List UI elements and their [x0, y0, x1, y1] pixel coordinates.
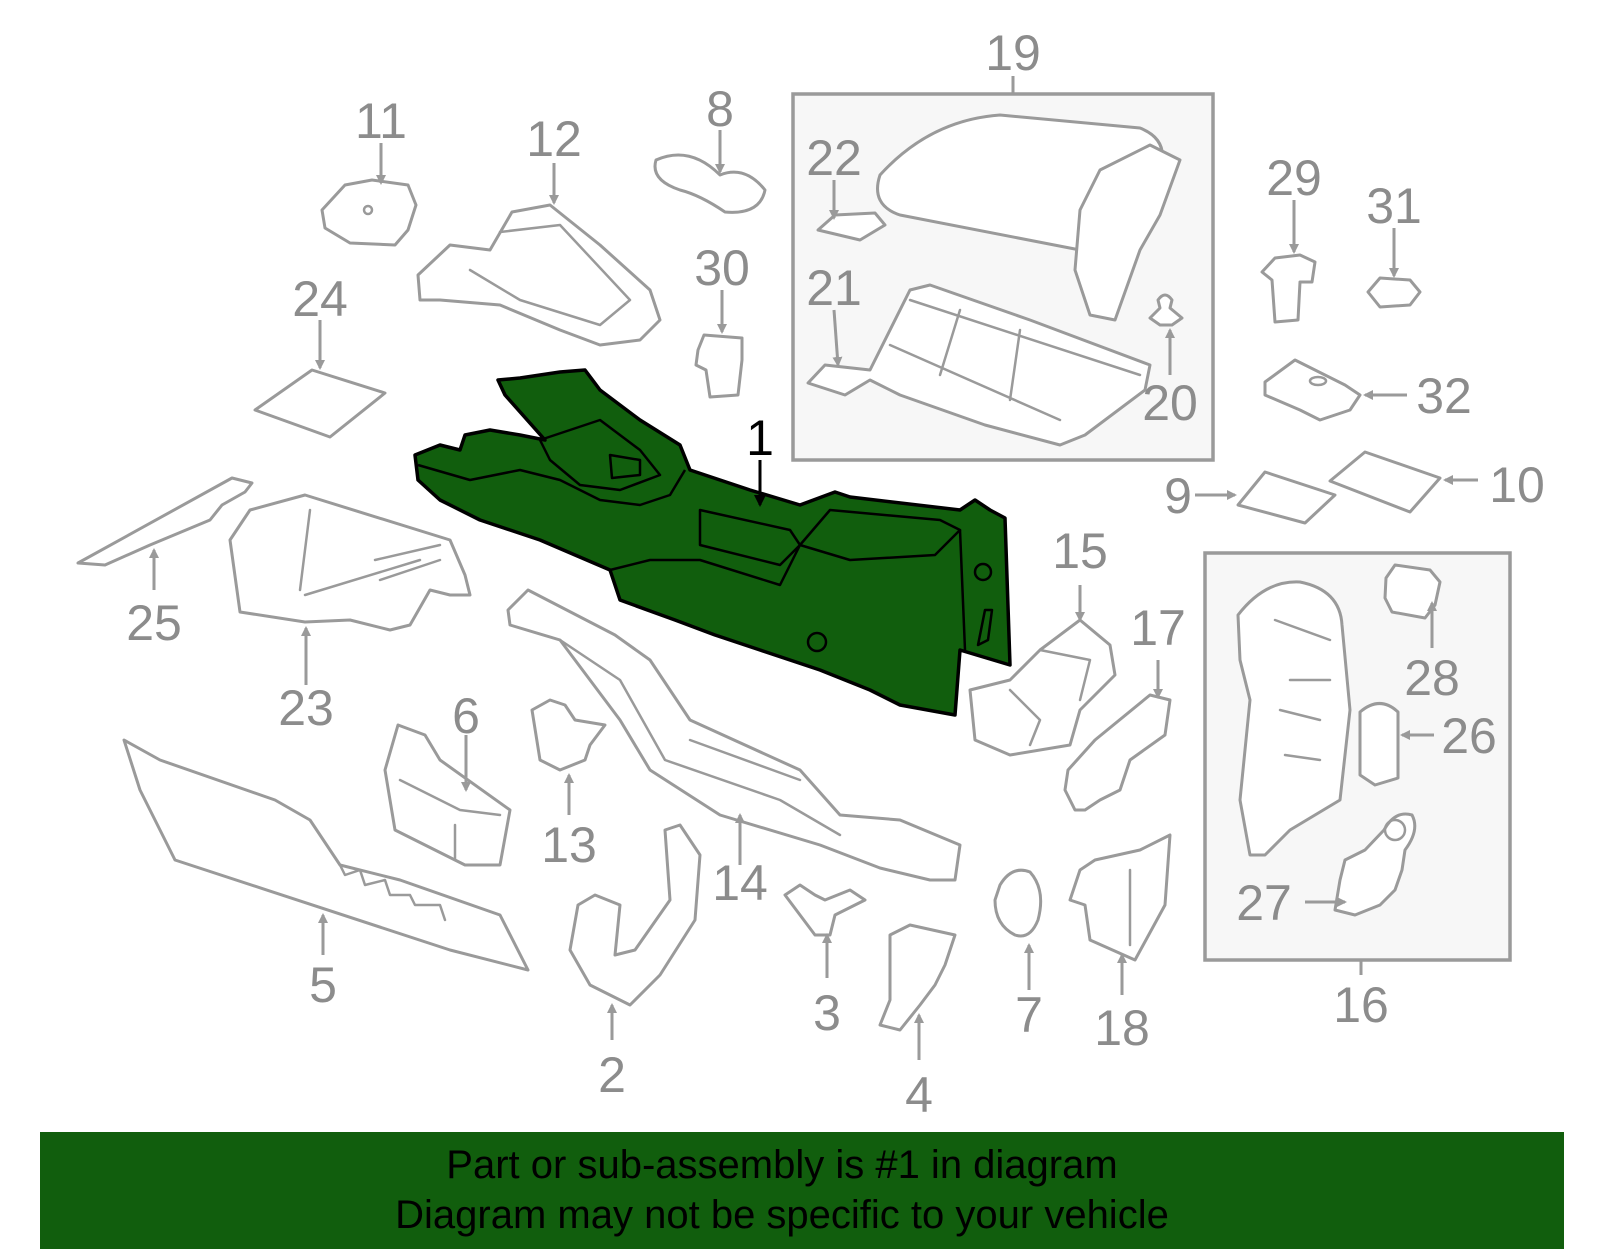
callout-30: 30 — [694, 240, 750, 296]
part-18-duct — [1068, 833, 1172, 962]
part-27-power-outlet — [1333, 812, 1417, 917]
callout-labels: 1 2 3 4 5 6 7 8 9 10 11 12 13 14 15 16 1… — [126, 25, 1545, 1123]
info-banner: Part or sub-assembly is #1 in diagram Di… — [40, 1132, 1564, 1249]
part-19-armrest-lid — [876, 113, 1182, 322]
part-1-center-console — [413, 368, 1012, 717]
part-9-pad — [1236, 470, 1337, 525]
part-31-switch — [1366, 276, 1422, 309]
part-14-duct — [506, 588, 962, 882]
callout-25: 25 — [126, 595, 182, 651]
part-6-bracket — [383, 723, 512, 867]
callout-31: 31 — [1366, 178, 1422, 234]
part-21-armrest-base — [806, 283, 1152, 447]
callout-8: 8 — [706, 81, 734, 137]
part-12-shifter-bezel — [416, 203, 662, 347]
callout-26: 26 — [1441, 708, 1497, 764]
callout-4: 4 — [905, 1067, 933, 1123]
callout-32: 32 — [1416, 368, 1472, 424]
callout-27: 27 — [1236, 875, 1292, 931]
callout-9: 9 — [1164, 468, 1192, 524]
callout-21: 21 — [806, 260, 862, 316]
part-2-duct-elbow — [568, 823, 702, 1007]
part-3-bracket — [783, 883, 867, 937]
callout-29: 29 — [1266, 150, 1322, 206]
banner-line-2: Diagram may not be specific to your vehi… — [395, 1193, 1169, 1237]
part-25-trim-strip — [76, 476, 254, 567]
callout-24: 24 — [292, 271, 348, 327]
part-17-bracket — [1063, 693, 1172, 812]
part-13-clip — [530, 698, 607, 772]
part-23-storage-bin — [228, 493, 472, 632]
banner-line-1: Part or sub-assembly is #1 in diagram — [446, 1143, 1118, 1187]
callout-3: 3 — [813, 985, 841, 1041]
callout-lines — [149, 76, 1478, 1060]
part-11-cover — [320, 178, 418, 247]
part-8-cup-holder-mat — [653, 153, 767, 214]
callout-11: 11 — [355, 93, 407, 149]
part-7-grommet — [993, 868, 1043, 938]
callout-22: 22 — [806, 130, 862, 186]
part-29-switch — [1260, 253, 1317, 324]
callout-18: 18 — [1094, 1000, 1150, 1056]
callout-12: 12 — [526, 111, 582, 167]
part-5-side-panel — [122, 738, 530, 972]
callout-16: 16 — [1333, 977, 1389, 1033]
callout-5: 5 — [309, 957, 337, 1013]
callout-19: 19 — [985, 25, 1041, 81]
callout-14: 14 — [712, 855, 768, 911]
part-4-duct — [878, 923, 957, 1032]
part-16-shifter-trim — [1236, 580, 1352, 857]
callout-17: 17 — [1130, 600, 1186, 656]
part-20-fastener — [1148, 293, 1184, 327]
part-32-bracket — [1263, 358, 1362, 422]
part-15-duct — [968, 618, 1117, 757]
part-10-pad — [1328, 450, 1442, 514]
callout-10: 10 — [1489, 457, 1545, 513]
callout-13: 13 — [541, 817, 597, 873]
callout-6: 6 — [452, 688, 480, 744]
callout-1: 1 — [746, 410, 774, 466]
part-24-pad — [253, 368, 387, 439]
callout-2: 2 — [598, 1047, 626, 1103]
callout-7: 7 — [1015, 987, 1043, 1043]
callout-20: 20 — [1142, 375, 1198, 431]
callout-23: 23 — [278, 680, 334, 736]
callout-15: 15 — [1052, 523, 1108, 579]
part-30-switch — [694, 333, 744, 399]
callout-28: 28 — [1404, 650, 1460, 706]
part-26-socket — [1358, 702, 1400, 787]
